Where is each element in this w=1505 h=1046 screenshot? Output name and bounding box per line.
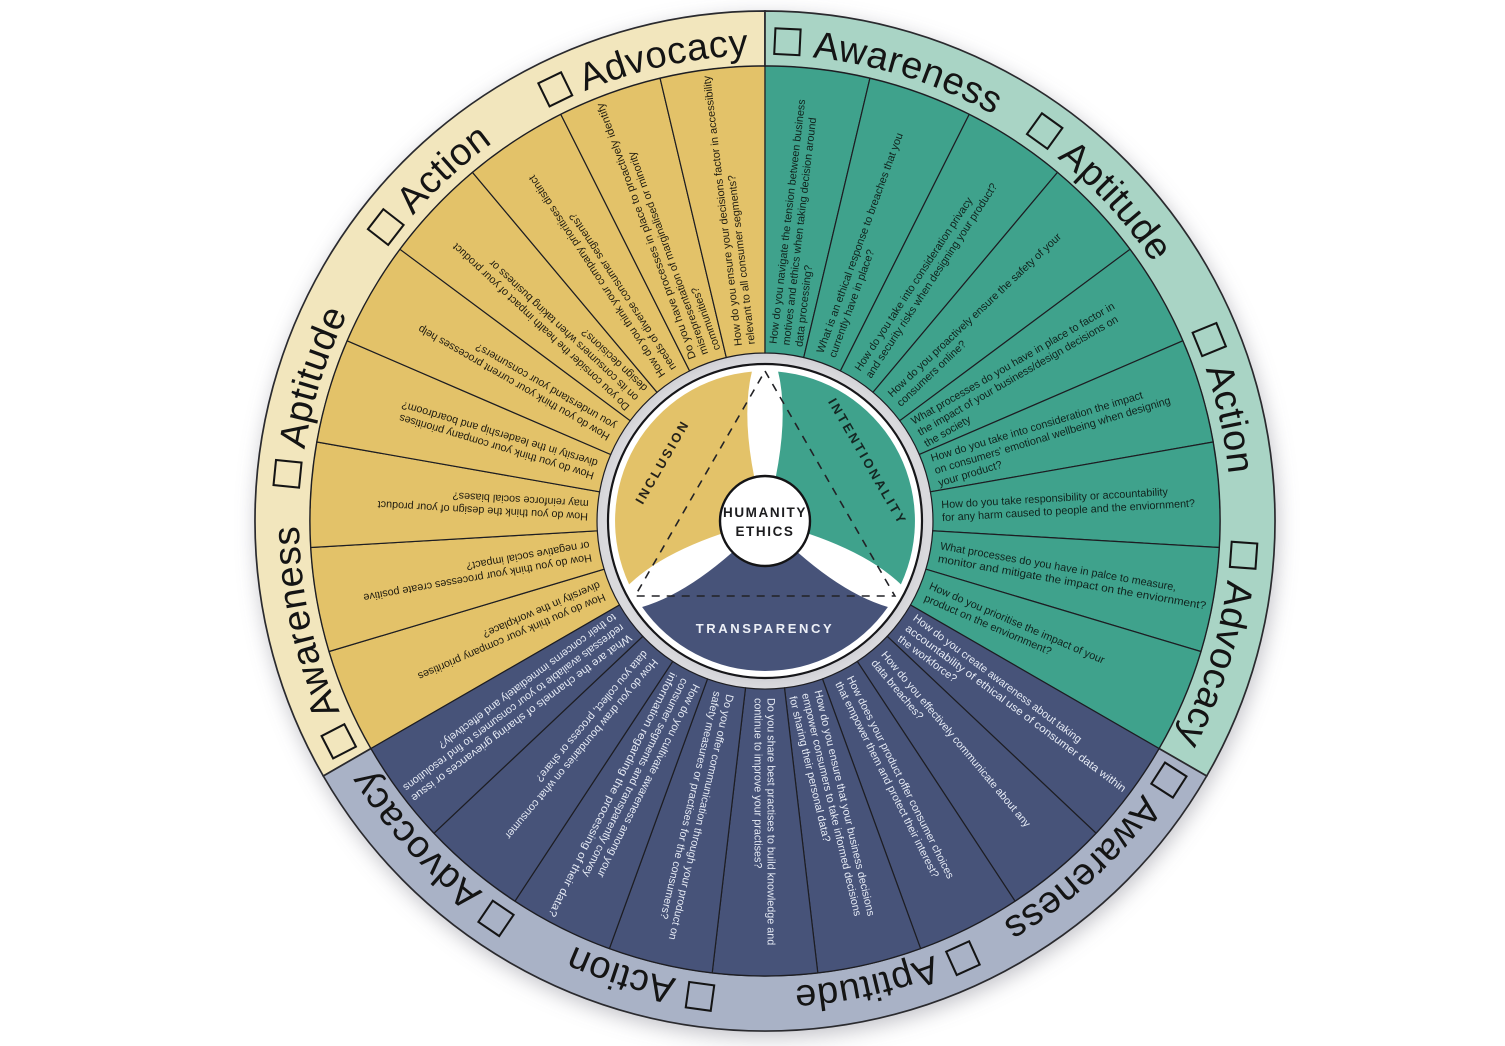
section-transparency: ☐ Awareness☐ Aptitude☐ Action☐ AdvocacyH… — [322, 604, 1208, 1032]
dashed-triangle — [633, 369, 897, 597]
wedge-question: Do you share best practises to build kno… — [752, 698, 777, 945]
center-title-line2: ETHICS — [735, 524, 794, 539]
section-inclusion: ☐ Awareness☐ Aptitude☐ Action☐ AdvocacyH… — [254, 10, 766, 778]
rings-layer: ☐ Awareness☐ Aptitude☐ Action☐ AdvocacyH… — [254, 10, 1276, 1032]
section-intentionality: ☐ Awareness☐ Aptitude☐ Action☐ AdvocacyH… — [764, 10, 1276, 778]
question-wedge — [370, 604, 644, 835]
center-title-line1: HUMANITY — [723, 505, 807, 520]
petal-label-transparency: TRANSPARENCY — [696, 621, 835, 636]
petal-transparency — [642, 521, 888, 672]
center-circle — [718, 474, 812, 568]
